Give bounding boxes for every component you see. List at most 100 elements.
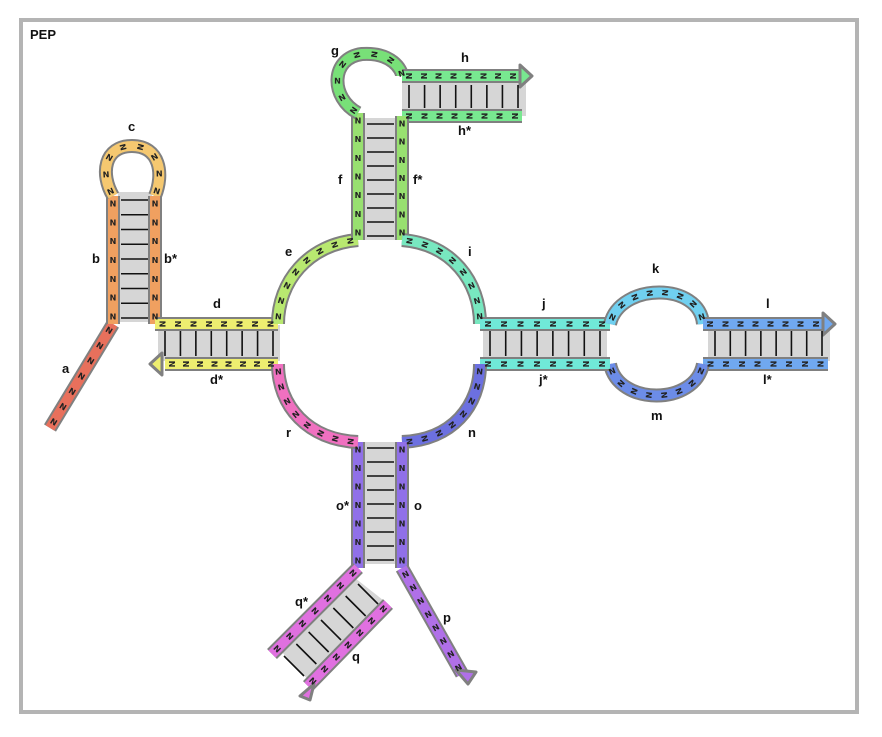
base-jstar-4: N — [533, 361, 542, 368]
arrowhead-h — [518, 63, 534, 89]
base-d-6: N — [250, 321, 259, 328]
strand-i — [401, 235, 485, 325]
base-bstar-6: N — [152, 311, 159, 320]
base-g-6: N — [385, 55, 396, 66]
base-r-6: N — [277, 382, 286, 392]
base-bstar-1: N — [152, 217, 159, 226]
base-jstar-6: N — [500, 361, 509, 368]
base-g-5: N — [369, 50, 379, 58]
base-r-7: N — [275, 367, 282, 377]
base-m-0: N — [696, 365, 706, 376]
base-lstar-2: N — [785, 361, 794, 368]
base-lstar-0: N — [817, 361, 826, 368]
base-c-6: N — [156, 169, 163, 178]
label-n: n — [468, 425, 476, 440]
base-g-4: N — [351, 51, 361, 60]
base-m-2: N — [674, 386, 685, 396]
base-ostar-4: N — [355, 483, 362, 492]
base-q-5: N — [319, 663, 330, 674]
base-o-4: N — [399, 518, 406, 527]
base-qstar-1: N — [335, 580, 346, 591]
base-dstar-6: N — [182, 361, 191, 368]
base-q-4: N — [331, 651, 342, 662]
base-jstar-2: N — [566, 361, 575, 368]
base-h-0: N — [404, 73, 413, 80]
base-jstar-7: N — [484, 361, 493, 368]
base-o-5: N — [399, 537, 406, 546]
base-ostar-2: N — [355, 519, 362, 528]
base-c-3: N — [117, 143, 127, 152]
base-r-3: N — [302, 420, 313, 431]
base-e-4: N — [301, 255, 312, 266]
strand-n — [401, 363, 485, 447]
base-bstar-4: N — [152, 274, 159, 283]
base-i-3: N — [447, 255, 458, 266]
strand-r — [273, 363, 359, 447]
label-f: f — [338, 172, 343, 187]
base-n-7: N — [405, 438, 415, 446]
base-k-3: N — [644, 289, 654, 297]
base-ostar-6: N — [355, 446, 362, 455]
base-q-3: N — [343, 639, 354, 650]
label-o-star: o* — [336, 498, 350, 513]
base-bstar-3: N — [152, 255, 159, 264]
base-ostar-3: N — [355, 501, 362, 510]
base-q-1: N — [366, 615, 377, 626]
base-ostar-1: N — [355, 538, 362, 547]
base-ostar-5: N — [355, 464, 362, 473]
base-qstar-0: N — [348, 567, 359, 578]
arrowhead-dstar — [148, 351, 164, 377]
base-p-6: N — [445, 648, 455, 659]
label-k: k — [652, 261, 660, 276]
label-b-star: b* — [164, 251, 178, 266]
base-hstar-3: N — [466, 113, 475, 120]
base-b-4: N — [110, 237, 117, 246]
base-e-3: N — [290, 267, 301, 278]
base-o-6: N — [399, 555, 406, 564]
base-a-6: N — [104, 325, 114, 336]
label-d: d — [213, 296, 221, 311]
base-j-6: N — [581, 321, 590, 328]
base-h-6: N — [493, 73, 502, 80]
strand-a — [45, 321, 118, 431]
base-c-0: N — [106, 186, 116, 197]
label-r: r — [286, 425, 291, 440]
strand-k — [605, 287, 708, 326]
base-g-2: N — [334, 77, 341, 86]
base-n-0: N — [476, 366, 483, 376]
base-r-1: N — [330, 434, 340, 443]
base-k-1: N — [616, 300, 627, 311]
base-h-5: N — [478, 73, 487, 80]
base-c-7: N — [152, 185, 161, 196]
base-o-0: N — [399, 445, 406, 454]
base-e-2: N — [282, 280, 292, 291]
base-d-5: N — [235, 321, 244, 328]
strand-c — [101, 141, 165, 199]
base-dstar-1: N — [253, 361, 262, 368]
base-m-4: N — [644, 391, 654, 399]
base-c-5: N — [149, 151, 159, 162]
label-p: p — [443, 610, 451, 625]
label-l: l — [766, 296, 770, 311]
label-q-star: q* — [295, 594, 309, 609]
base-e-5: N — [314, 246, 325, 256]
base-qstar-6: N — [272, 643, 283, 654]
base-d-2: N — [188, 321, 197, 328]
base-q-6: N — [308, 675, 319, 686]
base-l-3: N — [750, 321, 759, 328]
base-f-3: N — [355, 173, 362, 182]
base-fstar-0: N — [399, 118, 406, 127]
base-i-7: N — [476, 311, 483, 320]
base-hstar-4: N — [450, 113, 459, 120]
base-i-4: N — [458, 266, 469, 277]
arrowhead-l — [821, 311, 837, 337]
base-i-2: N — [434, 246, 445, 256]
strand-g — [332, 48, 407, 118]
base-m-7: N — [607, 366, 617, 377]
bond-q-4 — [332, 607, 354, 629]
bond-q-0 — [283, 655, 305, 677]
base-bstar-0: N — [152, 199, 159, 208]
base-n-6: N — [420, 434, 430, 443]
base-a-0: N — [48, 417, 58, 428]
